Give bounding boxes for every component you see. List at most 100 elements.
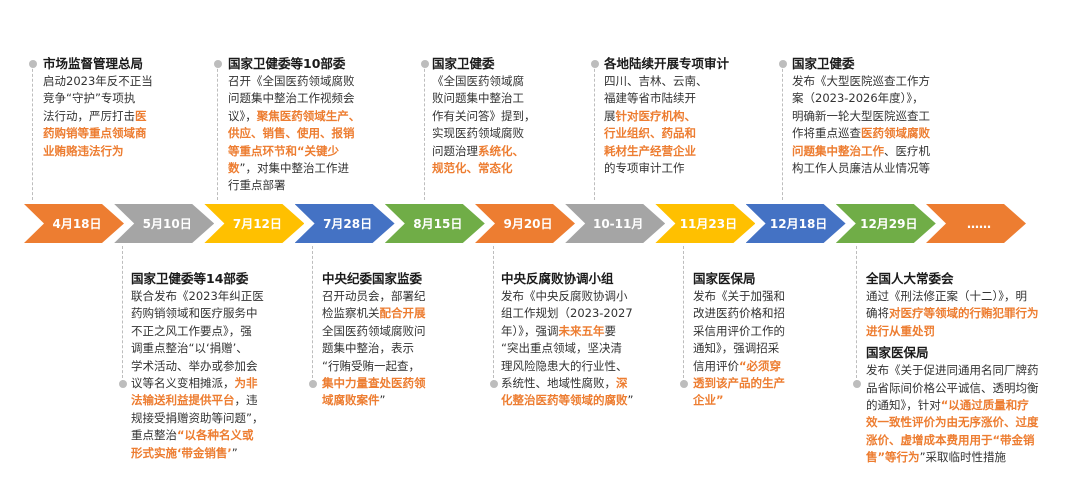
body-text: 发布《中央反腐败协调小 xyxy=(501,289,628,303)
body-text: 福建等省市陆续开 xyxy=(604,91,696,106)
body-text: 调重点整治“以‘捐赠’、 xyxy=(131,341,248,356)
timeline-arrow: 10-11月 xyxy=(565,204,666,243)
event-title: 中央反腐败协调小组 xyxy=(501,271,614,286)
event-text-line: 法输送利益提供平台，违 xyxy=(131,392,264,409)
event-card: 市场监督管理总局启动2023年反不正当竞争“守护”专项执法行动，严厉打击医药购销… xyxy=(43,54,153,160)
body-text: 通过《刑法修正案（十二）》，明 xyxy=(866,289,1027,303)
connector-dot xyxy=(679,380,688,388)
event-text-line: 议等名义变相摊派，为非 xyxy=(131,375,264,392)
connector-line xyxy=(594,64,595,200)
event-text-line: 调重点整治“以‘捐赠’、 xyxy=(131,340,264,357)
event-text-line: 问题治理系统化、 xyxy=(432,143,536,160)
event-text-line: 行重点部署 xyxy=(228,177,360,194)
timeline-date: …… xyxy=(967,216,991,231)
event-text-line: 系统性、地域性腐败，深 xyxy=(501,375,633,392)
body-text: 四川、吉林、云南、 xyxy=(604,74,708,88)
body-text: 问题治理 xyxy=(432,143,478,158)
connector-dot xyxy=(28,60,37,68)
timeline-date: 8月15日 xyxy=(413,217,463,231)
body-text: ” xyxy=(627,393,634,408)
event-title: 市场监督管理总局 xyxy=(43,56,144,71)
event-text-line: 作将重点巡查医药领域腐败 xyxy=(792,125,930,142)
body-text: 法行动，严厉打击 xyxy=(43,108,135,123)
highlight-text: 药购销等重点领域商 xyxy=(43,126,147,141)
body-text: 发布《关于促进同通用名同厂牌药 xyxy=(866,363,1039,378)
body-text: 的通知》，针对 xyxy=(866,398,941,413)
body-text: 题集中整治，表示 xyxy=(322,341,414,356)
event-text-line: 理风险隐患大的行业性、 xyxy=(501,358,633,375)
connector-line xyxy=(122,246,123,383)
highlight-text: 行业组织、药品和 xyxy=(604,126,696,141)
event-text-line: 形式实施‘带金销售’” xyxy=(131,445,264,462)
event-text-line: 药购销等重点领域商 xyxy=(43,125,153,142)
event-text-line: 发布《中央反腐败协调小 xyxy=(501,288,633,305)
event-text-line: 规接受捐赠资助等问题”， xyxy=(131,410,264,427)
event-block: 国家卫健委等14部委联合发布《2023年纠正医药购销领域和医疗服务中不正之风工作… xyxy=(131,269,264,462)
highlight-text: 问题集中整治工作 xyxy=(792,143,884,158)
event-text-line: 药购销领域和医疗服务中 xyxy=(131,305,264,322)
highlight-text: 医药领域腐败 xyxy=(861,126,930,141)
body-text: 要 xyxy=(604,323,617,338)
highlight-text: 涨价、虚增成本费用用于“带金销 xyxy=(866,432,1035,447)
event-text-line: 信用评价“必须穿 xyxy=(693,358,785,375)
body-text: ”采取临时性措施 xyxy=(919,450,1007,465)
body-text: 确将 xyxy=(866,306,889,321)
body-text: 行重点部署 xyxy=(228,178,286,193)
body-text: 信用评价 xyxy=(693,358,739,373)
event-block: 国家卫健委发布《大型医院巡查工作方案（2023-2026年度）》，明确新一轮大型… xyxy=(792,54,930,177)
event-text-line: 化整治医药等领域的腐败” xyxy=(501,392,633,409)
highlight-text: 深 xyxy=(616,376,628,391)
event-text-line: 构工作人员廉洁从业情况等 xyxy=(792,160,930,177)
event-title: 国家卫健委 xyxy=(792,56,855,71)
highlight-text: 规范化、常态化 xyxy=(432,161,513,176)
body-text: 议等名义变相摊派， xyxy=(131,376,235,391)
highlight-text: 集中力量查处医药领 xyxy=(322,376,426,391)
body-text: “行贿受贿一起查， xyxy=(322,358,420,373)
event-text-line: 四川、吉林、云南、 xyxy=(604,73,729,90)
event-text-line: 数”，对集中整治工作进 xyxy=(228,160,360,177)
body-text: 组工作规划（2023-2027 xyxy=(501,306,633,321)
body-text: 发布《关于加强和 xyxy=(693,289,785,303)
body-text: 药购销领域和医疗服务中 xyxy=(131,306,258,321)
body-text: 《全国医药领域腐 xyxy=(432,74,524,88)
timeline-date: 5月10日 xyxy=(142,217,192,231)
body-text: 全国医药领域腐败问 xyxy=(322,323,426,338)
event-text-line: 启动2023年反不正当 xyxy=(43,73,153,90)
event-title: 全国人大常委会 xyxy=(866,271,954,286)
event-text-line: 全国医药领域腐败问 xyxy=(322,323,426,340)
event-card: 国家卫健委等10部委召开《全国医药领域腐败问题集中整治工作视频会议》，聚焦医药领… xyxy=(228,54,360,195)
event-text-line: 竞争“守护”专项执 xyxy=(43,90,153,107)
event-text-line: 召开动员会，部署纪 xyxy=(322,288,426,305)
body-text: 、医疗机 xyxy=(884,143,930,158)
event-text-line: “突出重点领域，坚决清 xyxy=(501,340,633,357)
connector-line xyxy=(782,64,783,200)
event-text-line: 确将对医疗等领域的行贿犯罪行为 xyxy=(866,305,1039,322)
timeline-arrow: …… xyxy=(926,204,1026,243)
body-text: 作将重点巡查 xyxy=(792,126,861,141)
highlight-text: 形式实施‘带金销售’ xyxy=(131,445,232,460)
event-text-line: 学术活动、举办或参加会 xyxy=(131,358,264,375)
connector-dot xyxy=(489,380,498,388)
highlight-text: 业贿赂违法行为 xyxy=(43,143,124,158)
body-text: 案（2023-2026年度）》， xyxy=(792,91,924,106)
event-title: 国家医保局 xyxy=(693,271,756,286)
body-text: 召开《全国医药领域腐败 xyxy=(228,74,355,88)
highlight-text: “以通过质量和疗 xyxy=(940,398,1029,413)
event-card: 国家医保局发布《关于加强和改进医药价格和招采信用评价工作的通知》，强调招采信用评… xyxy=(693,269,785,410)
event-text-line: 发布《大型医院巡查工作方 xyxy=(792,73,930,90)
event-text-line: 规范化、常态化 xyxy=(432,160,536,177)
event-card: 中央纪委国家监委召开动员会，部署纪检监察机关配合开展全国医药领域腐败问题集中整治… xyxy=(322,269,426,410)
event-block: 国家卫健委《全国医药领域腐败问题集中整治工作有关问答》提到，实现医药领域腐败问题… xyxy=(432,54,536,177)
body-text: 检监察机关 xyxy=(322,306,380,321)
timeline-arrow: 8月15日 xyxy=(384,204,485,243)
event-text-line: 议》，聚焦医药领域生产、 xyxy=(228,108,360,125)
event-title: 中央纪委国家监委 xyxy=(322,271,423,286)
event-text-line: 业贿赂违法行为 xyxy=(43,143,153,160)
timeline-date: 12月29日 xyxy=(860,217,918,231)
body-text: 理风险隐患大的行业性、 xyxy=(501,358,628,373)
timeline-date: 10-11月 xyxy=(592,217,644,231)
event-text-line: 涨价、虚增成本费用用于“带金销 xyxy=(866,432,1039,449)
connector-line xyxy=(856,246,857,383)
